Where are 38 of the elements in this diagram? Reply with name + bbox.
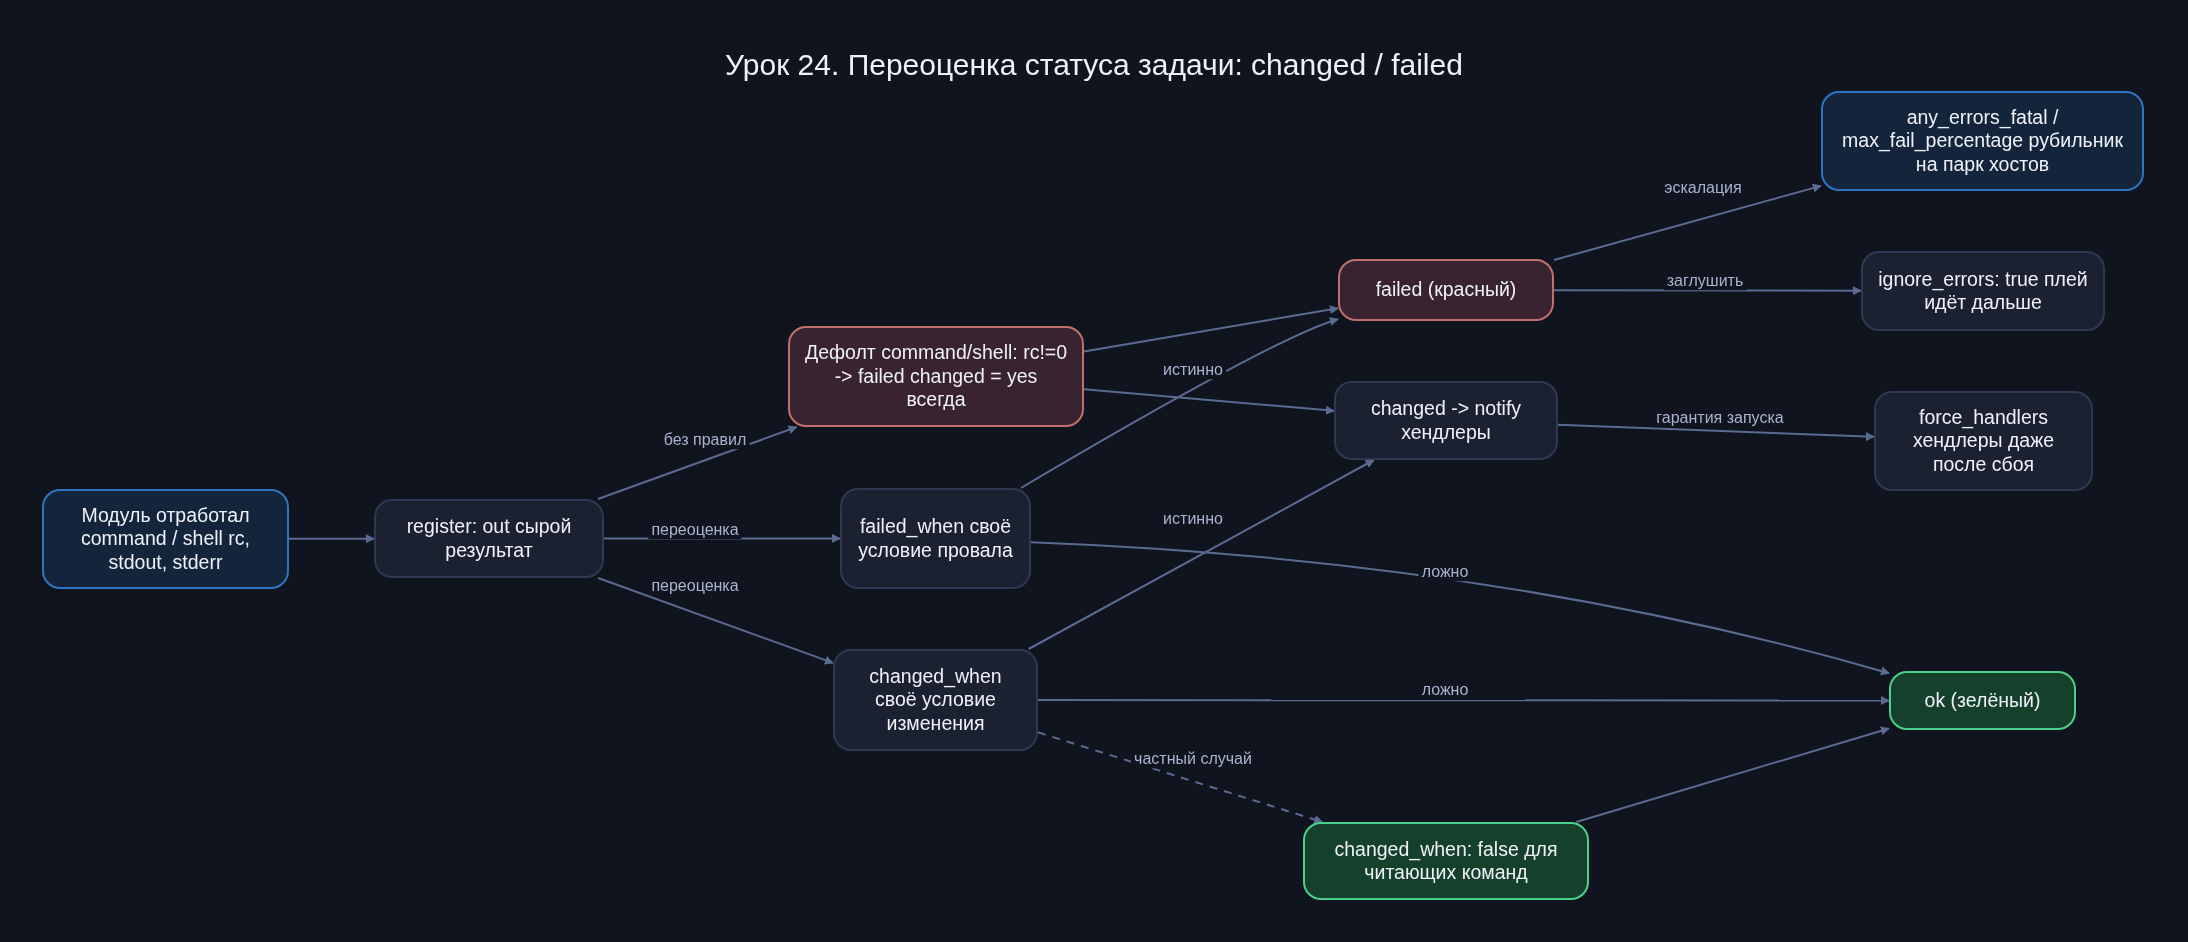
node-text: Модуль отработал command / shell rc, stdout, stderr [79,503,252,575]
process-box [1334,381,1558,460]
process-box [1861,251,2105,331]
process-box [840,488,1031,589]
node-text: failed_when своё условие провала [857,515,1014,562]
arrow [1037,731,1324,824]
arrow [1083,388,1335,415]
process-box [833,649,1038,751]
node-text: changed -> notify хендлеры [1369,397,1523,444]
node-text: ok (зелёный) [1924,688,2041,713]
process-box [1889,671,2076,730]
node-text: Дефолт command/shell: rc!=0 -> failed changed = yes всегда [804,341,1068,412]
process-box [788,326,1084,427]
arrow [1083,305,1339,353]
process-box [1821,91,2144,191]
node-text: failed (красный) [1375,278,1517,302]
diagram-title: Урок 24. Переоценка статуса задачи: changed / failed [724,48,1464,82]
arrow [1557,423,1875,441]
node-text: ignore_errors: true плей идёт дальше [1877,267,2089,315]
arrow [597,577,834,665]
arrow [1575,726,1890,823]
node-text: register: out сырой результат [405,515,573,562]
arrow [1553,183,1822,261]
process-box [1874,391,2093,491]
arrow [1020,317,1339,489]
process-box [374,499,604,578]
node-text: force_handlers хендлеры даже после сбоя [1911,405,2056,477]
node-text: changed_when: false для читающих команд [1333,837,1559,885]
node-text: any_errors_fatal / max_fail_percentage рубильник на парк хостов [1841,105,2124,177]
process-box [1338,259,1554,321]
node-text: changed_when своё условие изменения [868,664,1003,736]
arrow [597,425,798,500]
process-box [1303,822,1589,900]
process-box [42,489,289,589]
arrow [1037,695,1890,705]
arrow [288,534,375,544]
arrow [1030,541,1890,676]
arrow [1027,459,1375,650]
